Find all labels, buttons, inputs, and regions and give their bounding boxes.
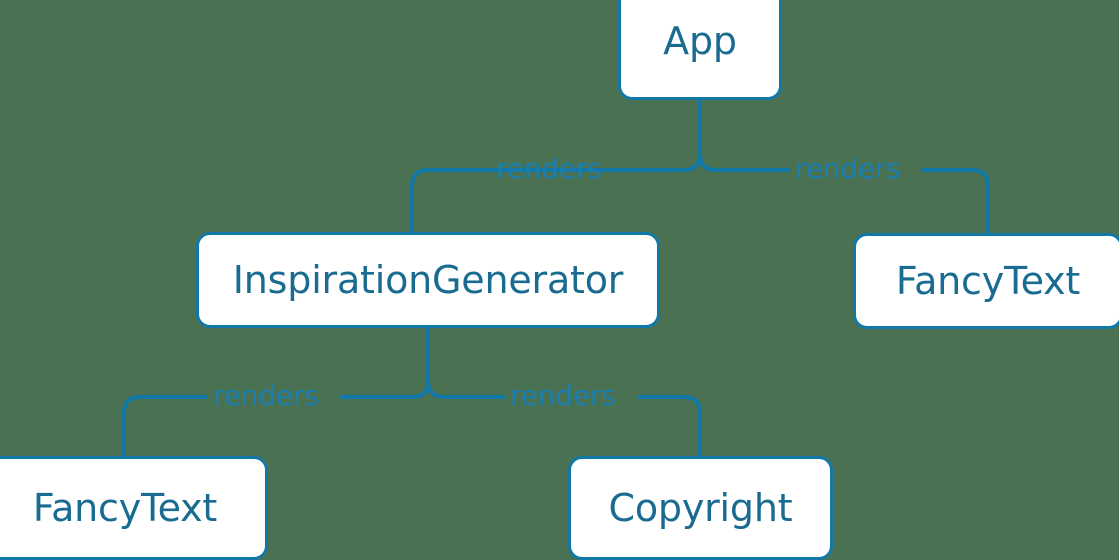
edge-label-app-to-inspiration-generator: renders	[496, 152, 602, 185]
edge-label-inspiration-generator-to-fancy-text: renders	[213, 379, 319, 412]
node-copyright[interactable]: Copyright	[568, 456, 833, 560]
edge-inspirationgenerator-to-copyright-tail	[637, 395, 702, 456]
node-copyright-label: Copyright	[608, 486, 793, 530]
node-fancy-text-bottom-left-label: FancyText	[32, 486, 218, 530]
edge-inspirationgenerator-to-fancytext-tail	[122, 395, 208, 456]
edge-app-to-fancytext-right-tail	[921, 168, 990, 233]
edge-label-app-to-fancy-text-right: renders	[795, 152, 901, 185]
node-app[interactable]: App	[618, 0, 782, 100]
node-app-label: App	[663, 19, 737, 63]
node-inspiration-generator[interactable]: InspirationGenerator	[196, 232, 660, 328]
node-fancy-text-right-label: FancyText	[895, 259, 1081, 303]
node-fancy-text-bottom-left[interactable]: FancyText	[0, 456, 268, 560]
edge-app-to-inspirationgenerator-tail	[410, 168, 624, 232]
node-inspiration-generator-label: InspirationGenerator	[232, 258, 624, 302]
node-fancy-text-right[interactable]: FancyText	[853, 233, 1119, 329]
edge-app-to-fancytext-right	[698, 153, 790, 172]
edge-inspirationgenerator-to-fancytext	[340, 380, 430, 399]
edge-inspirationgenerator-to-copyright	[426, 380, 506, 399]
edge-label-inspiration-generator-to-copyright: renders	[510, 379, 616, 412]
